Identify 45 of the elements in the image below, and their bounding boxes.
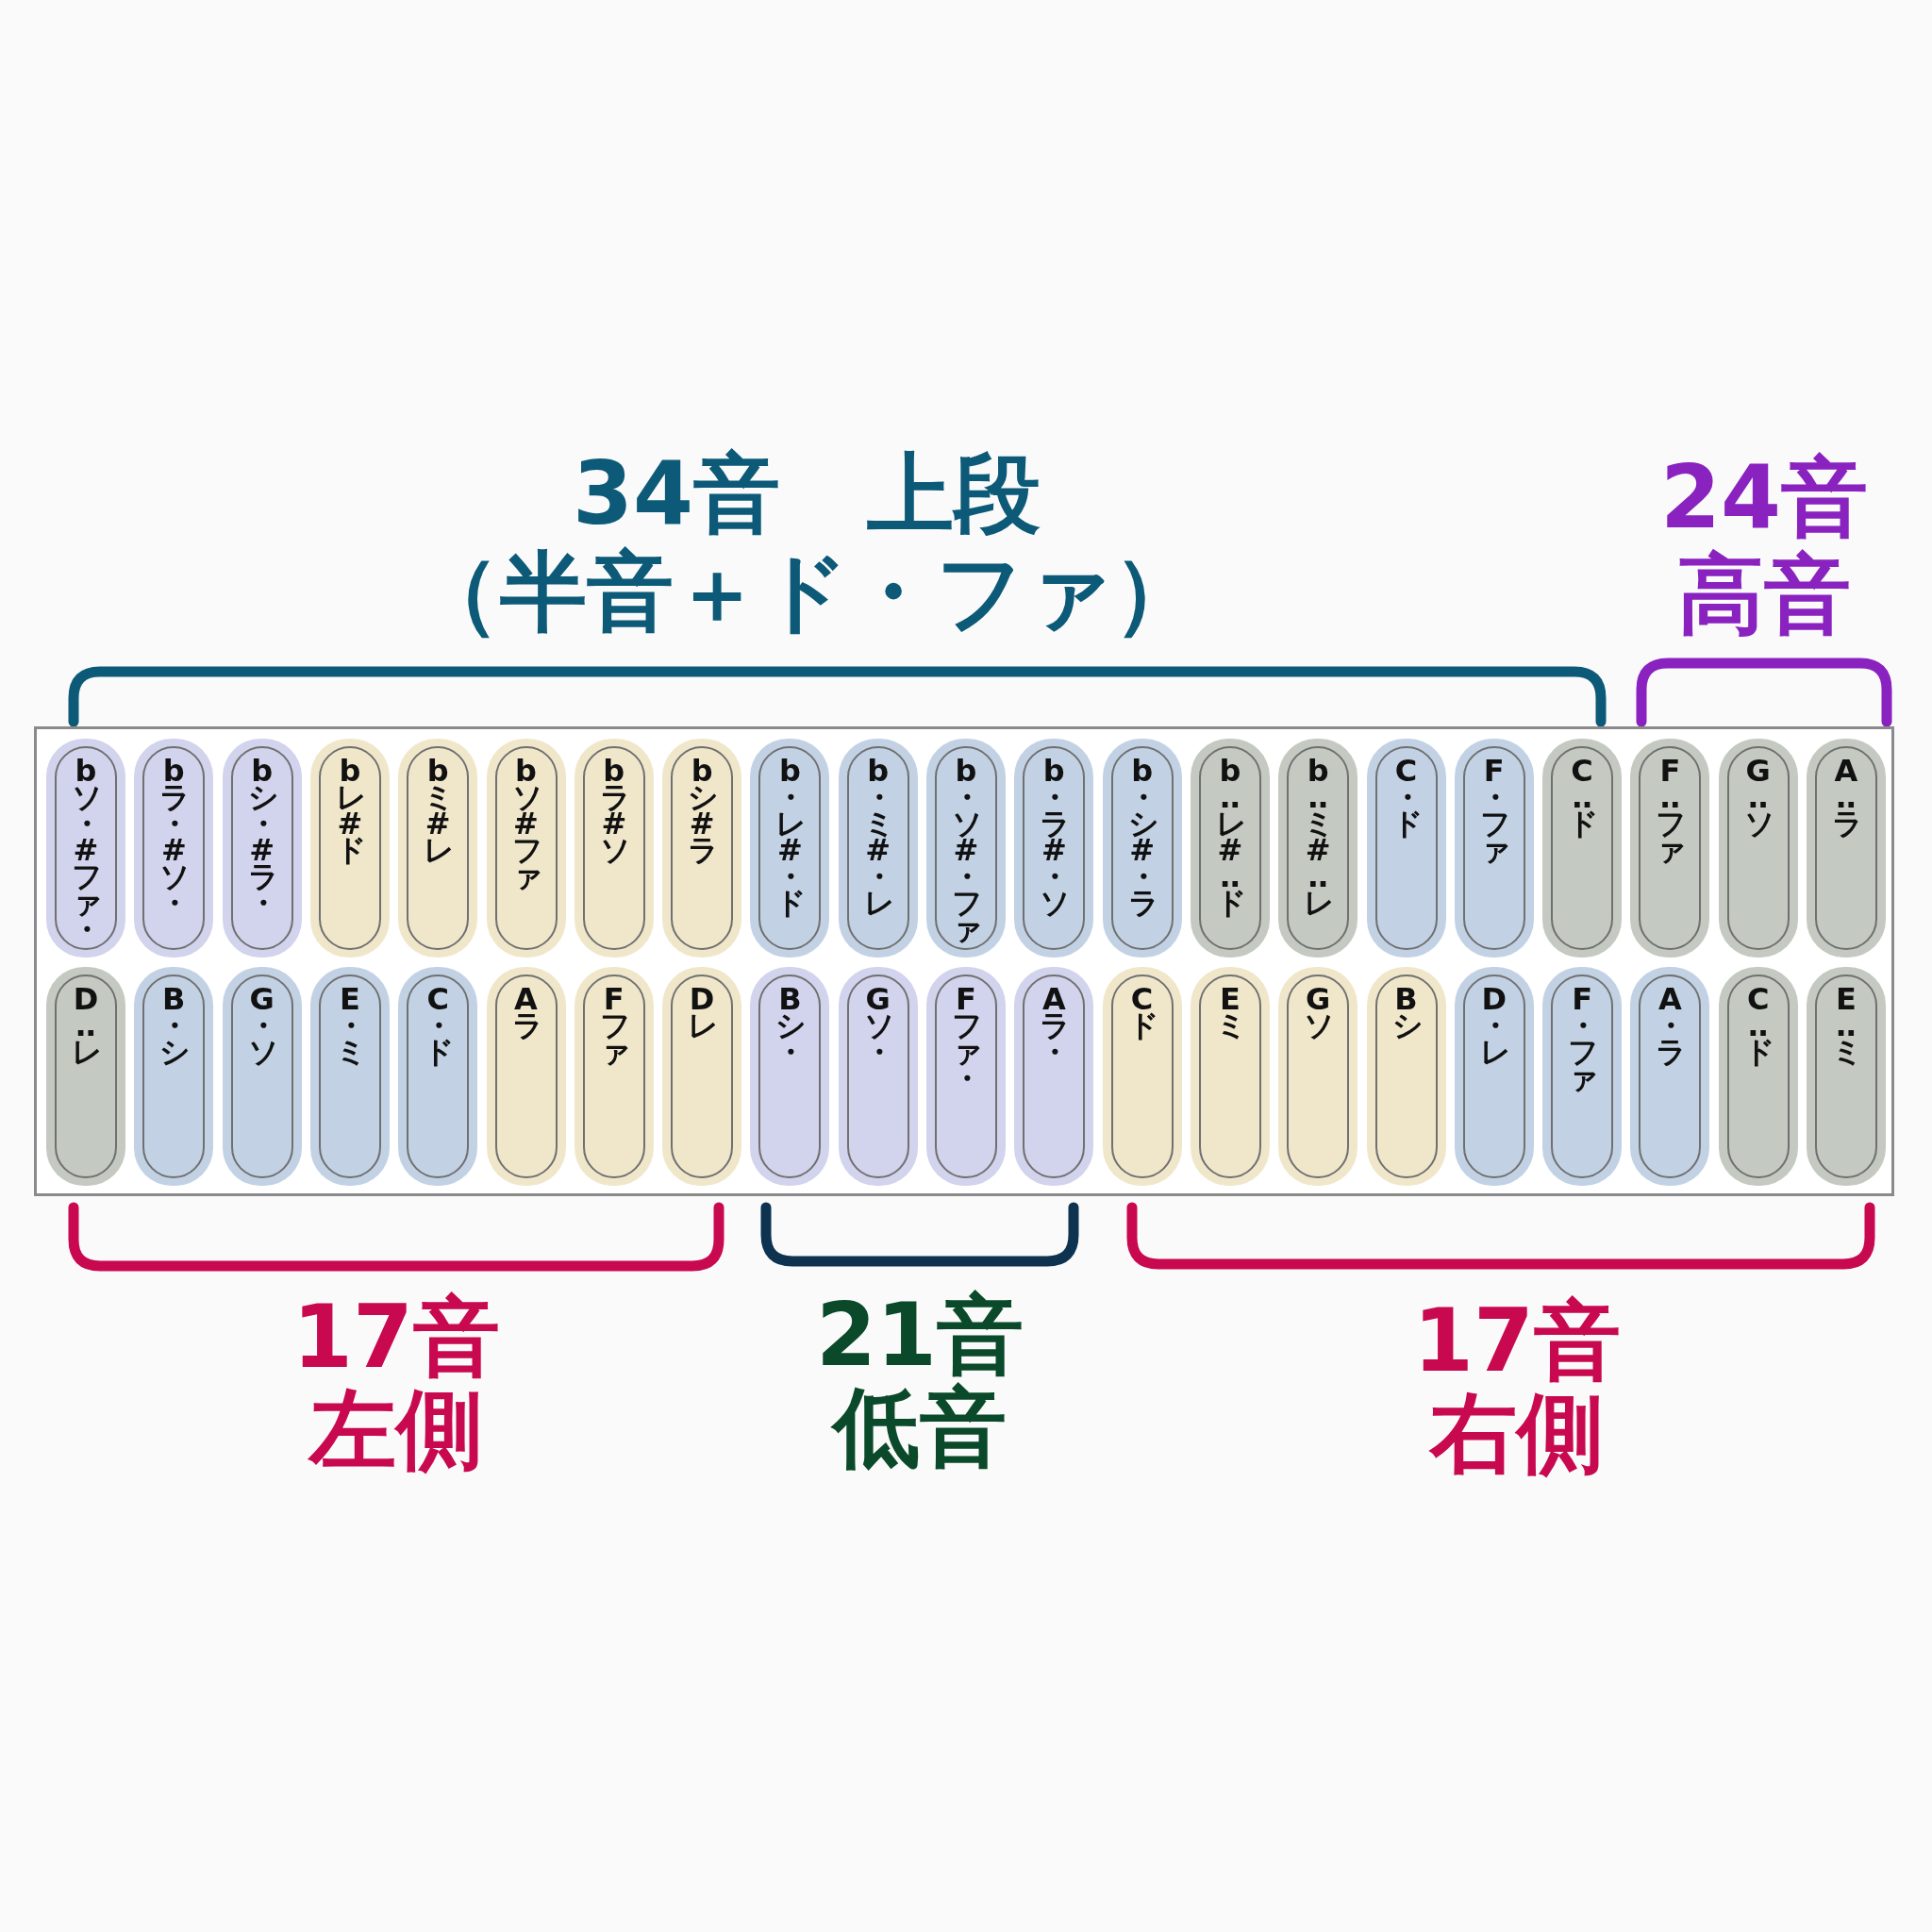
note-name: E・ミ — [318, 974, 381, 1178]
note-name: F‥ファ — [1639, 746, 1702, 950]
note-name: b・シ#・ラ — [1110, 746, 1174, 950]
note-name: Fファ — [582, 974, 645, 1178]
note-name: G・ソ — [230, 974, 293, 1178]
key-panel — [34, 726, 1894, 1196]
note-name: b・ソ#・ファ — [935, 746, 997, 950]
note-name: Gソ — [1287, 974, 1350, 1178]
note-name: F・ファ — [1551, 974, 1614, 1178]
note-name: A‥ラ — [1815, 746, 1877, 950]
note-name: Cド — [1110, 974, 1174, 1178]
note-name: Gソ・ — [846, 974, 909, 1178]
note-name: bソ・#ファ・ — [55, 746, 117, 950]
note-name: E‥ミ — [1815, 974, 1877, 1178]
note-name: bシ・#ラ・ — [230, 746, 293, 950]
note-name: D・レ — [1462, 974, 1525, 1178]
note-name: bシ#ラ — [671, 746, 734, 950]
note-name: D‥レ — [55, 974, 117, 1178]
note-name: G‥ソ — [1726, 746, 1790, 950]
group-label: 右側 — [1430, 1391, 1604, 1477]
group-label: 左側 — [309, 1387, 483, 1474]
note-name: Aラ — [494, 974, 558, 1178]
note-name: C‥ド — [1551, 746, 1614, 950]
note-name: F・ファ — [1462, 746, 1525, 950]
note-name: bラ#ソ — [582, 746, 645, 950]
note-name: b・ミ#・レ — [846, 746, 909, 950]
note-name: C・ド — [1374, 746, 1438, 950]
note-name: Aラ・ — [1023, 974, 1086, 1178]
note-name: b・レ#・ド — [758, 746, 822, 950]
note-name: A・ラ — [1639, 974, 1702, 1178]
note-name: Fファ・ — [935, 974, 997, 1178]
note-name: Eミ — [1198, 974, 1261, 1178]
note-name: bラ・#ソ・ — [142, 746, 206, 950]
note-name: Bシ・ — [758, 974, 822, 1178]
note-name: Bシ — [1374, 974, 1438, 1178]
note-name: bミ#レ — [407, 746, 470, 950]
note-name: C‥ド — [1726, 974, 1790, 1178]
note-name: bレ#ド — [318, 746, 381, 950]
note-name: b‥レ#‥ド — [1198, 746, 1261, 950]
note-name: B・シ — [142, 974, 206, 1178]
note-name: Dレ — [671, 974, 734, 1178]
note-name: C・ド — [407, 974, 470, 1178]
note-name: b・ラ#・ソ — [1023, 746, 1086, 950]
note-name: b‥ミ#‥レ — [1287, 746, 1350, 950]
note-name: bソ#ファ — [494, 746, 558, 950]
